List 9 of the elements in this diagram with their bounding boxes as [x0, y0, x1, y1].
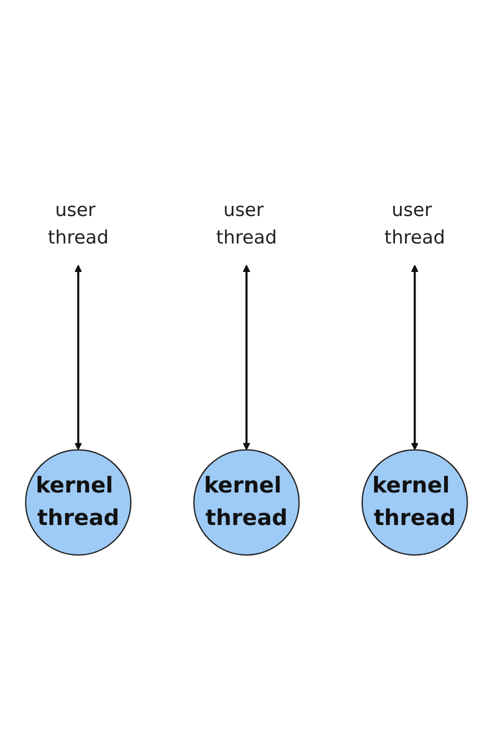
node-text: user thread	[216, 200, 277, 249]
arrow	[411, 264, 418, 450]
node-circle: kernel thread	[362, 449, 468, 556]
node-text: user thread	[48, 200, 109, 249]
node-circle: kernel thread	[25, 449, 132, 556]
node-circle: kernel thread	[193, 449, 300, 556]
arrow	[242, 264, 250, 450]
arrow	[74, 264, 82, 450]
node-text: user thread	[384, 200, 446, 249]
